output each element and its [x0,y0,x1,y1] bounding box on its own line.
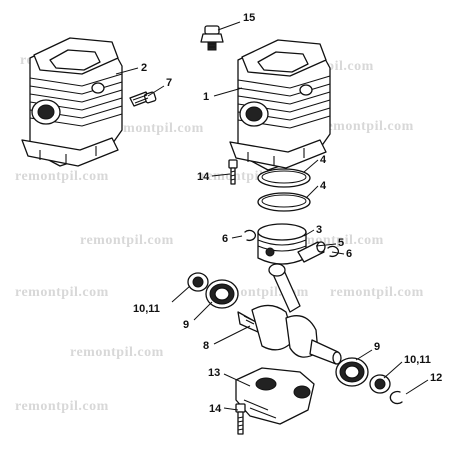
piston [257,223,307,265]
crankcase [235,367,315,425]
oil-seal-left [187,272,209,292]
callout-6-left: 6 [222,233,228,245]
callout-9-right: 9 [374,341,380,353]
callout-15: 15 [243,12,255,24]
bolt-upper [228,159,238,185]
callout-labels: 15 2 7 1 14 4 4 3 6 5 6 10,11 9 8 9 10,1… [133,12,442,415]
bearing-right [335,357,369,387]
spark-plug [200,25,224,51]
circlip-right [327,245,340,258]
callout-2: 2 [141,62,147,74]
callout-6-right: 6 [346,248,352,260]
callout-4-upper: 4 [320,154,327,166]
connecting-rod [268,263,301,313]
callout-1: 1 [203,91,209,103]
oil-seal-right [369,374,391,394]
leader-lines [115,21,429,411]
callout-7: 7 [166,77,172,89]
cylinder-right [229,39,331,171]
watermark: remontpil.com [80,233,174,248]
callout-12: 12 [430,372,442,384]
bearing-left [205,279,239,309]
cylinder-left [21,37,123,167]
watermark: remontpil.com [70,345,164,360]
watermark: remontpil.com [15,285,109,300]
watermark: remontpil.com [15,169,109,184]
callout-10-11-right: 10,11 [404,354,431,366]
callout-5: 5 [338,237,344,249]
watermark: remontpil.com [110,121,204,136]
callout-4-lower: 4 [320,180,327,192]
callout-3: 3 [316,224,322,236]
crankshaft [237,304,342,365]
circlip-left [244,229,257,242]
decompression-valve [129,91,157,107]
watermark: remontpil.com [330,285,424,300]
bolt-lower [235,403,246,435]
callout-14-upper: 14 [197,171,210,183]
piston-rings [257,168,311,212]
callout-10-11-left: 10,11 [133,303,160,315]
watermark: remontpil.com [15,399,109,414]
callout-9-left: 9 [183,319,189,331]
piston-pin [297,241,326,263]
watermark: remontpil.com [320,119,414,134]
callout-13: 13 [208,367,220,379]
circlip-bottom [389,390,403,405]
callout-14-lower: 14 [209,403,222,415]
callout-8: 8 [203,340,209,352]
